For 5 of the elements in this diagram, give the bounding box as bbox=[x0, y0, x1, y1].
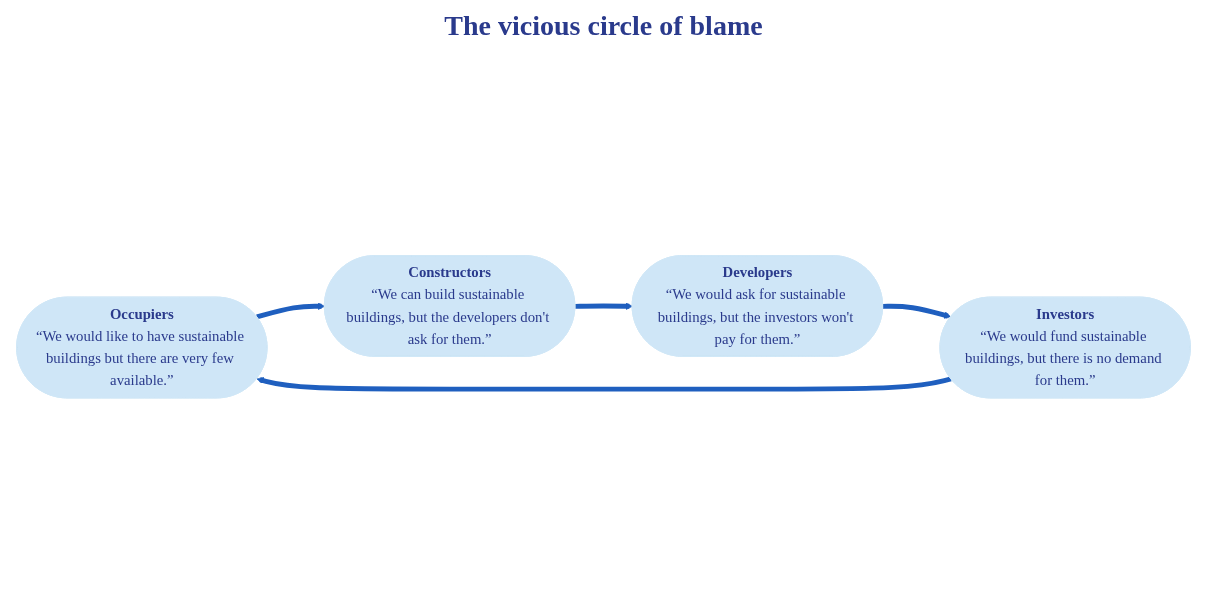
diagram-title: The vicious circle of blame bbox=[443, 10, 764, 42]
arrow bbox=[256, 376, 952, 392]
arrow bbox=[575, 302, 633, 310]
arrow bbox=[256, 302, 326, 320]
arrow bbox=[883, 303, 952, 319]
